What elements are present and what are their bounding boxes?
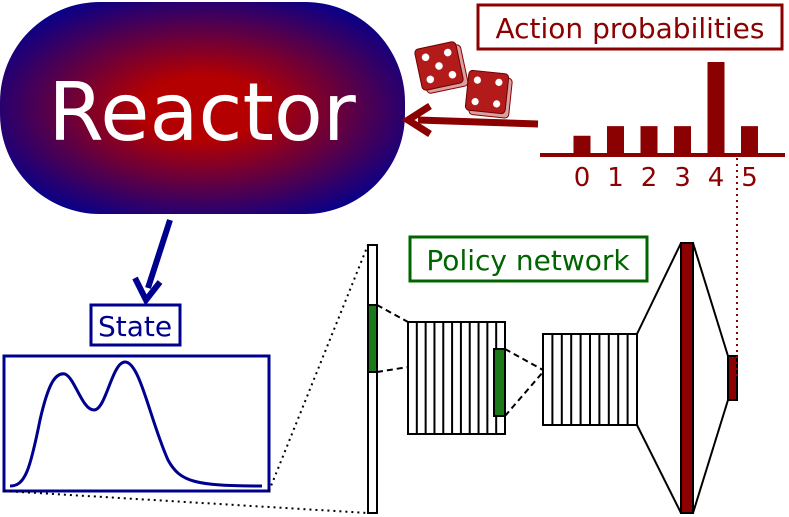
die-four-icon (464, 69, 513, 119)
die-pip (435, 62, 443, 70)
policy-label-box: Policy network (408, 235, 649, 283)
conv-layer-1 (407, 321, 506, 435)
action-bar-1 (607, 126, 624, 155)
dice (414, 41, 513, 119)
state-plot-frame (2, 354, 271, 493)
die-pip (443, 48, 452, 57)
action-tick-label: 4 (708, 163, 725, 193)
action-tick-label: 1 (607, 163, 624, 193)
action-tick-label: 5 (741, 163, 758, 193)
conv1-to-conv2-lines (504, 348, 544, 417)
action-tick-label: 3 (674, 163, 691, 193)
action-bar-5 (741, 126, 758, 155)
die-pip (471, 98, 479, 106)
state-to-input-projection (3, 244, 369, 514)
conv1-receptive-field (493, 348, 506, 417)
action-bar-4 (707, 62, 725, 155)
reactor-node: Reactor (0, 2, 405, 214)
action-bar-0 (573, 135, 591, 155)
output-layer (727, 355, 738, 401)
state-label-box: State (89, 303, 182, 347)
action-bar-3 (674, 126, 691, 155)
actions-label: Action probabilities (495, 12, 764, 45)
die-pip (426, 75, 435, 84)
dense-layer (680, 242, 694, 514)
actions-label-box: Action probabilities (476, 3, 784, 51)
die-pip (421, 53, 430, 62)
die-pip (473, 76, 481, 84)
conv1-frame (407, 321, 506, 435)
input-layer (367, 244, 378, 514)
dense-connections (636, 242, 729, 514)
state-curve (9, 360, 263, 488)
die-five-icon (414, 41, 469, 94)
action-tick-label: 0 (574, 163, 591, 193)
input-to-conv1-lines (376, 304, 409, 373)
die-pip (493, 100, 501, 108)
conv-layer-2 (542, 333, 638, 426)
actions-to-reactor-arrow (401, 103, 539, 137)
reactor-to-state-arrow (132, 219, 173, 306)
reactor-label: Reactor (48, 66, 356, 159)
die-pip (448, 70, 457, 79)
policy-label: Policy network (426, 244, 630, 277)
action-bar-2 (640, 126, 658, 155)
state-label: State (98, 310, 172, 343)
input-receptive-field (367, 304, 378, 373)
reactor-pill (0, 2, 405, 214)
die-pip (495, 78, 503, 86)
state-plot (2, 354, 271, 493)
action-tick-label: 2 (641, 163, 658, 193)
